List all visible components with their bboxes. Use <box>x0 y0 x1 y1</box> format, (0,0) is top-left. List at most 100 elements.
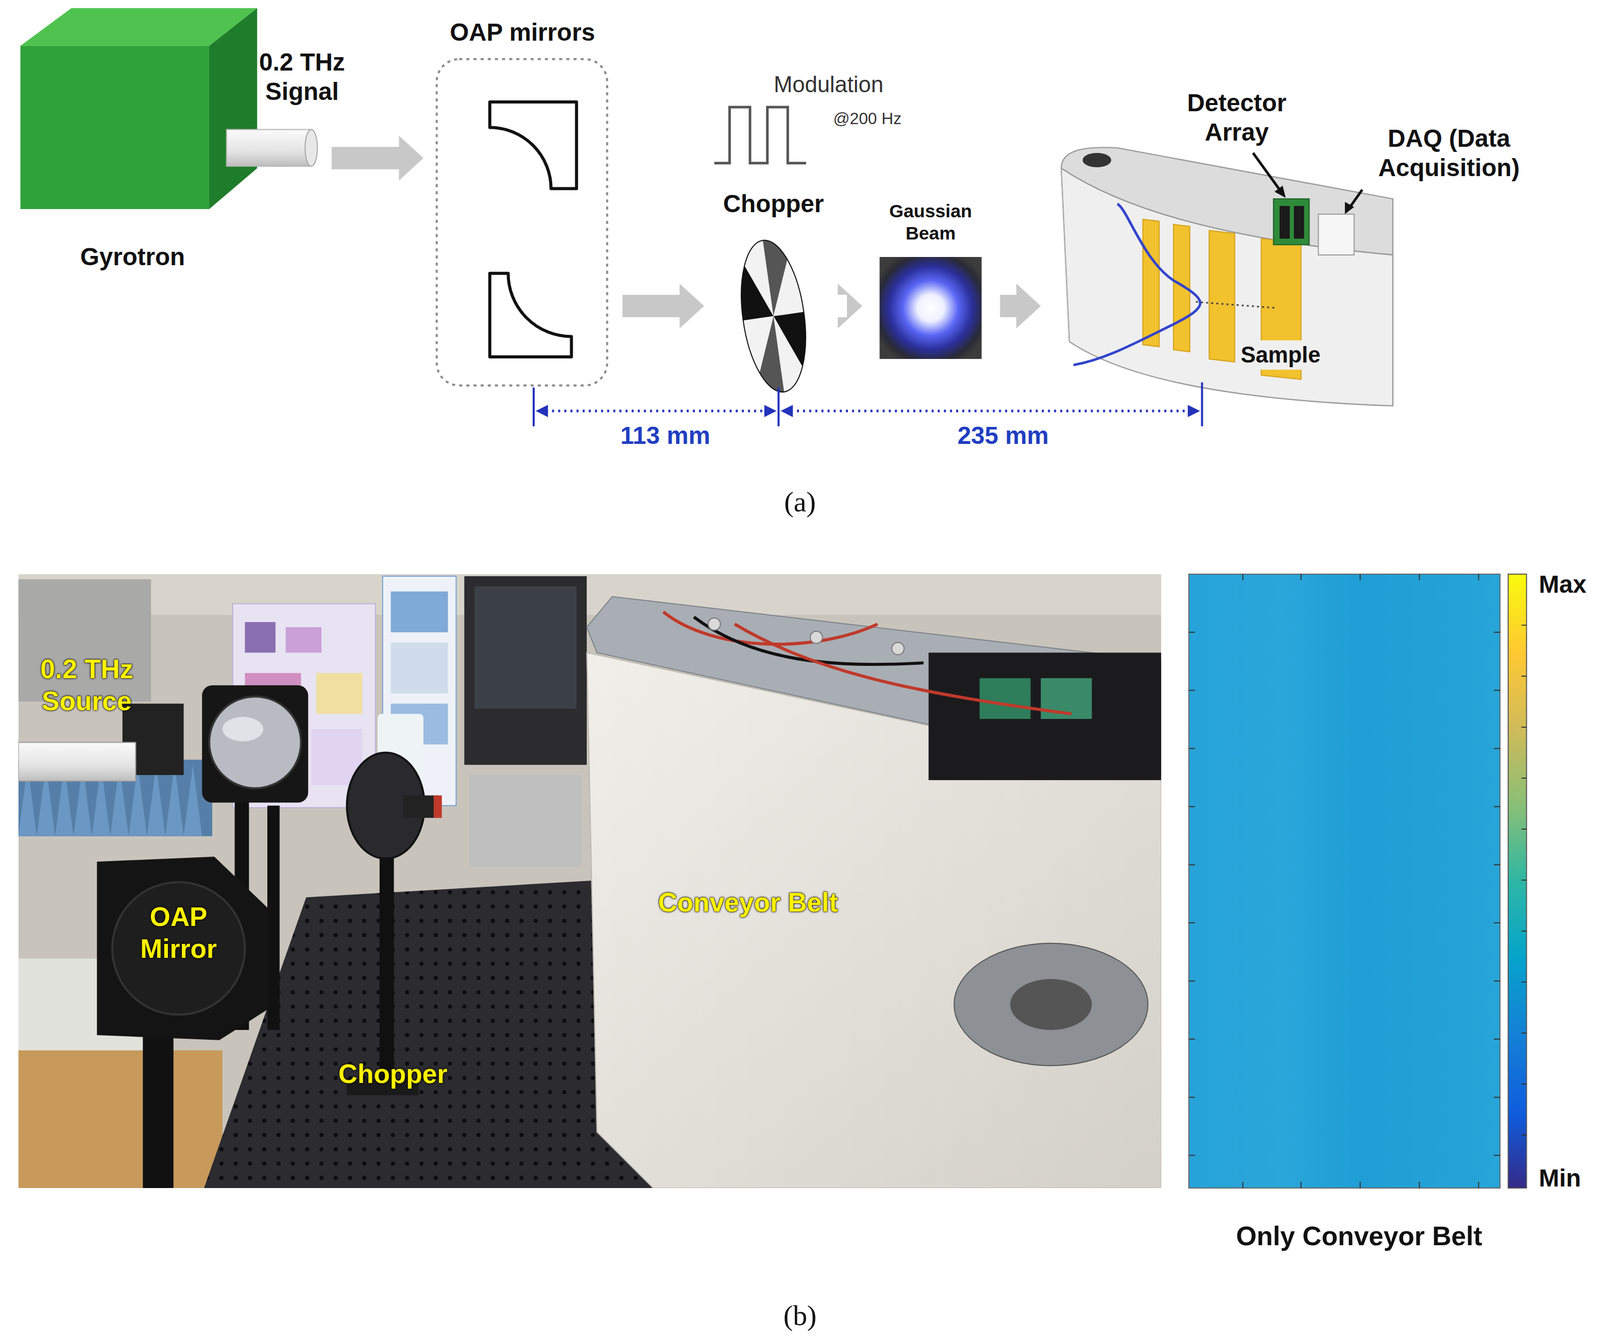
gyrotron-cube <box>20 45 210 210</box>
gyrotron-source: Gyrotron <box>15 5 322 279</box>
oap-mirror-mount <box>267 805 280 1031</box>
chopper-disk <box>732 236 815 397</box>
node-label: Chopper <box>723 189 824 219</box>
setup-photo <box>464 576 587 765</box>
conveyor-photo <box>979 678 1031 720</box>
output-tube <box>226 129 318 166</box>
conveyor-photo <box>586 596 1162 1189</box>
dimension-line <box>780 404 793 418</box>
conveyor-photo <box>1010 979 1092 1031</box>
oap-mirror-mount <box>209 696 301 789</box>
node-label: Gaussian Beam <box>879 200 982 245</box>
oap-mirror-mount <box>201 685 309 804</box>
output-tube <box>226 129 312 166</box>
leader-arrow <box>1253 152 1281 190</box>
setup-photo <box>18 574 1162 1189</box>
chopper-photo <box>346 1079 419 1096</box>
output-tube <box>304 129 318 166</box>
leader-arrow <box>1345 201 1355 215</box>
beam-profile-curve <box>1073 203 1276 366</box>
wall-poster <box>285 627 322 654</box>
photo-label: Conveyor Belt <box>657 887 838 919</box>
gaussian-beam: Gaussian Beam <box>872 191 991 363</box>
absorber-foam <box>183 764 203 837</box>
image-caption: Only Conveyor Belt <box>1236 1220 1483 1253</box>
photo-label: Chopper <box>338 1058 448 1091</box>
setup-photo <box>18 579 152 703</box>
setup-photo <box>18 1050 223 1189</box>
colorbar-label: Min <box>1538 1163 1581 1194</box>
leader-arrow <box>1274 185 1286 198</box>
oap-mirror-mount <box>222 717 264 742</box>
chopper-photo <box>379 851 395 1082</box>
dimension-line <box>764 404 777 418</box>
conveyor-belt-drawing <box>1082 152 1112 168</box>
dimension-label: 113 mm <box>620 420 710 451</box>
oap-mirror-frame <box>436 59 608 386</box>
part-label: DAQ (Data Acquisition) <box>1316 123 1582 183</box>
dimension-label: 235 mm <box>957 420 1049 451</box>
sample-strip <box>1143 219 1160 348</box>
conveyor-photo <box>734 624 1072 714</box>
conveyor-photo <box>928 652 1162 781</box>
sample-strip <box>1261 238 1301 380</box>
gaussian-beam-image <box>879 257 982 360</box>
conveyor-photo <box>954 943 1148 1067</box>
conveyor-belt-drawing <box>1061 168 1393 406</box>
colorbar <box>1521 625 1527 1136</box>
conveyor-photo <box>810 631 823 644</box>
signal-arrow <box>331 135 424 181</box>
chopper-photo <box>433 795 442 819</box>
wall-poster <box>390 591 449 633</box>
heatmap-image <box>1188 574 1501 1189</box>
sample-strip <box>1209 230 1235 363</box>
detector-array <box>1279 206 1290 239</box>
absorber-foam <box>146 764 166 837</box>
setup-photo <box>474 586 577 710</box>
oap-mirror-mount <box>112 882 246 1015</box>
colorbar-label: Max <box>1538 570 1587 600</box>
oap-mirror-frame <box>436 59 608 386</box>
conveyor-belt-drawing <box>1061 147 1393 406</box>
conveyor-photo <box>586 652 1162 1189</box>
colorbar <box>1508 574 1527 1189</box>
oap-mirror-group: OAP mirrors <box>433 11 613 391</box>
node-label: Sample <box>1236 340 1325 370</box>
signal-arrow <box>837 283 863 329</box>
conveyor-belt-drawing <box>1061 168 1070 343</box>
oap-mirror-mount <box>96 856 268 1041</box>
node-label: OAP mirrors <box>449 18 595 48</box>
photo-label: OAP Mirror <box>122 901 235 966</box>
oap-mirror-symbol <box>489 101 577 357</box>
modulation-label: Modulation <box>773 71 884 98</box>
absorber-foam <box>165 764 184 837</box>
chopper-photo <box>346 752 442 1096</box>
gaussian-beam-image <box>879 257 982 360</box>
leader-arrow <box>1253 152 1363 215</box>
signal-label: 0.2 THz Signal <box>240 47 364 107</box>
oap-mirror-symbol <box>489 273 572 357</box>
gyrotron-cube <box>20 8 258 210</box>
panel-label: (b) <box>783 1299 817 1334</box>
signal-arrow <box>622 283 704 329</box>
daq-box <box>1318 214 1354 255</box>
oap-mirror-symbol <box>489 101 577 189</box>
detector-array <box>1273 198 1309 245</box>
heatmap-image <box>1188 574 1501 1189</box>
setup-photo <box>18 574 1162 1189</box>
modulation-waveform <box>714 107 807 164</box>
conveyor-photo <box>708 618 721 631</box>
wall-poster <box>390 642 449 694</box>
wall-poster <box>244 622 276 653</box>
dimension-line <box>546 410 1190 413</box>
photo-label: 0.2 THz Source <box>10 653 164 718</box>
chopper-disk <box>732 236 815 397</box>
node-label: Gyrotron <box>80 242 185 272</box>
heatmap-image <box>1188 574 1501 1189</box>
beam-profile-curve <box>1073 203 1201 366</box>
wall-poster <box>316 673 363 714</box>
colorbar <box>1508 574 1527 1189</box>
frequency-label: @200 Hz <box>832 108 902 129</box>
